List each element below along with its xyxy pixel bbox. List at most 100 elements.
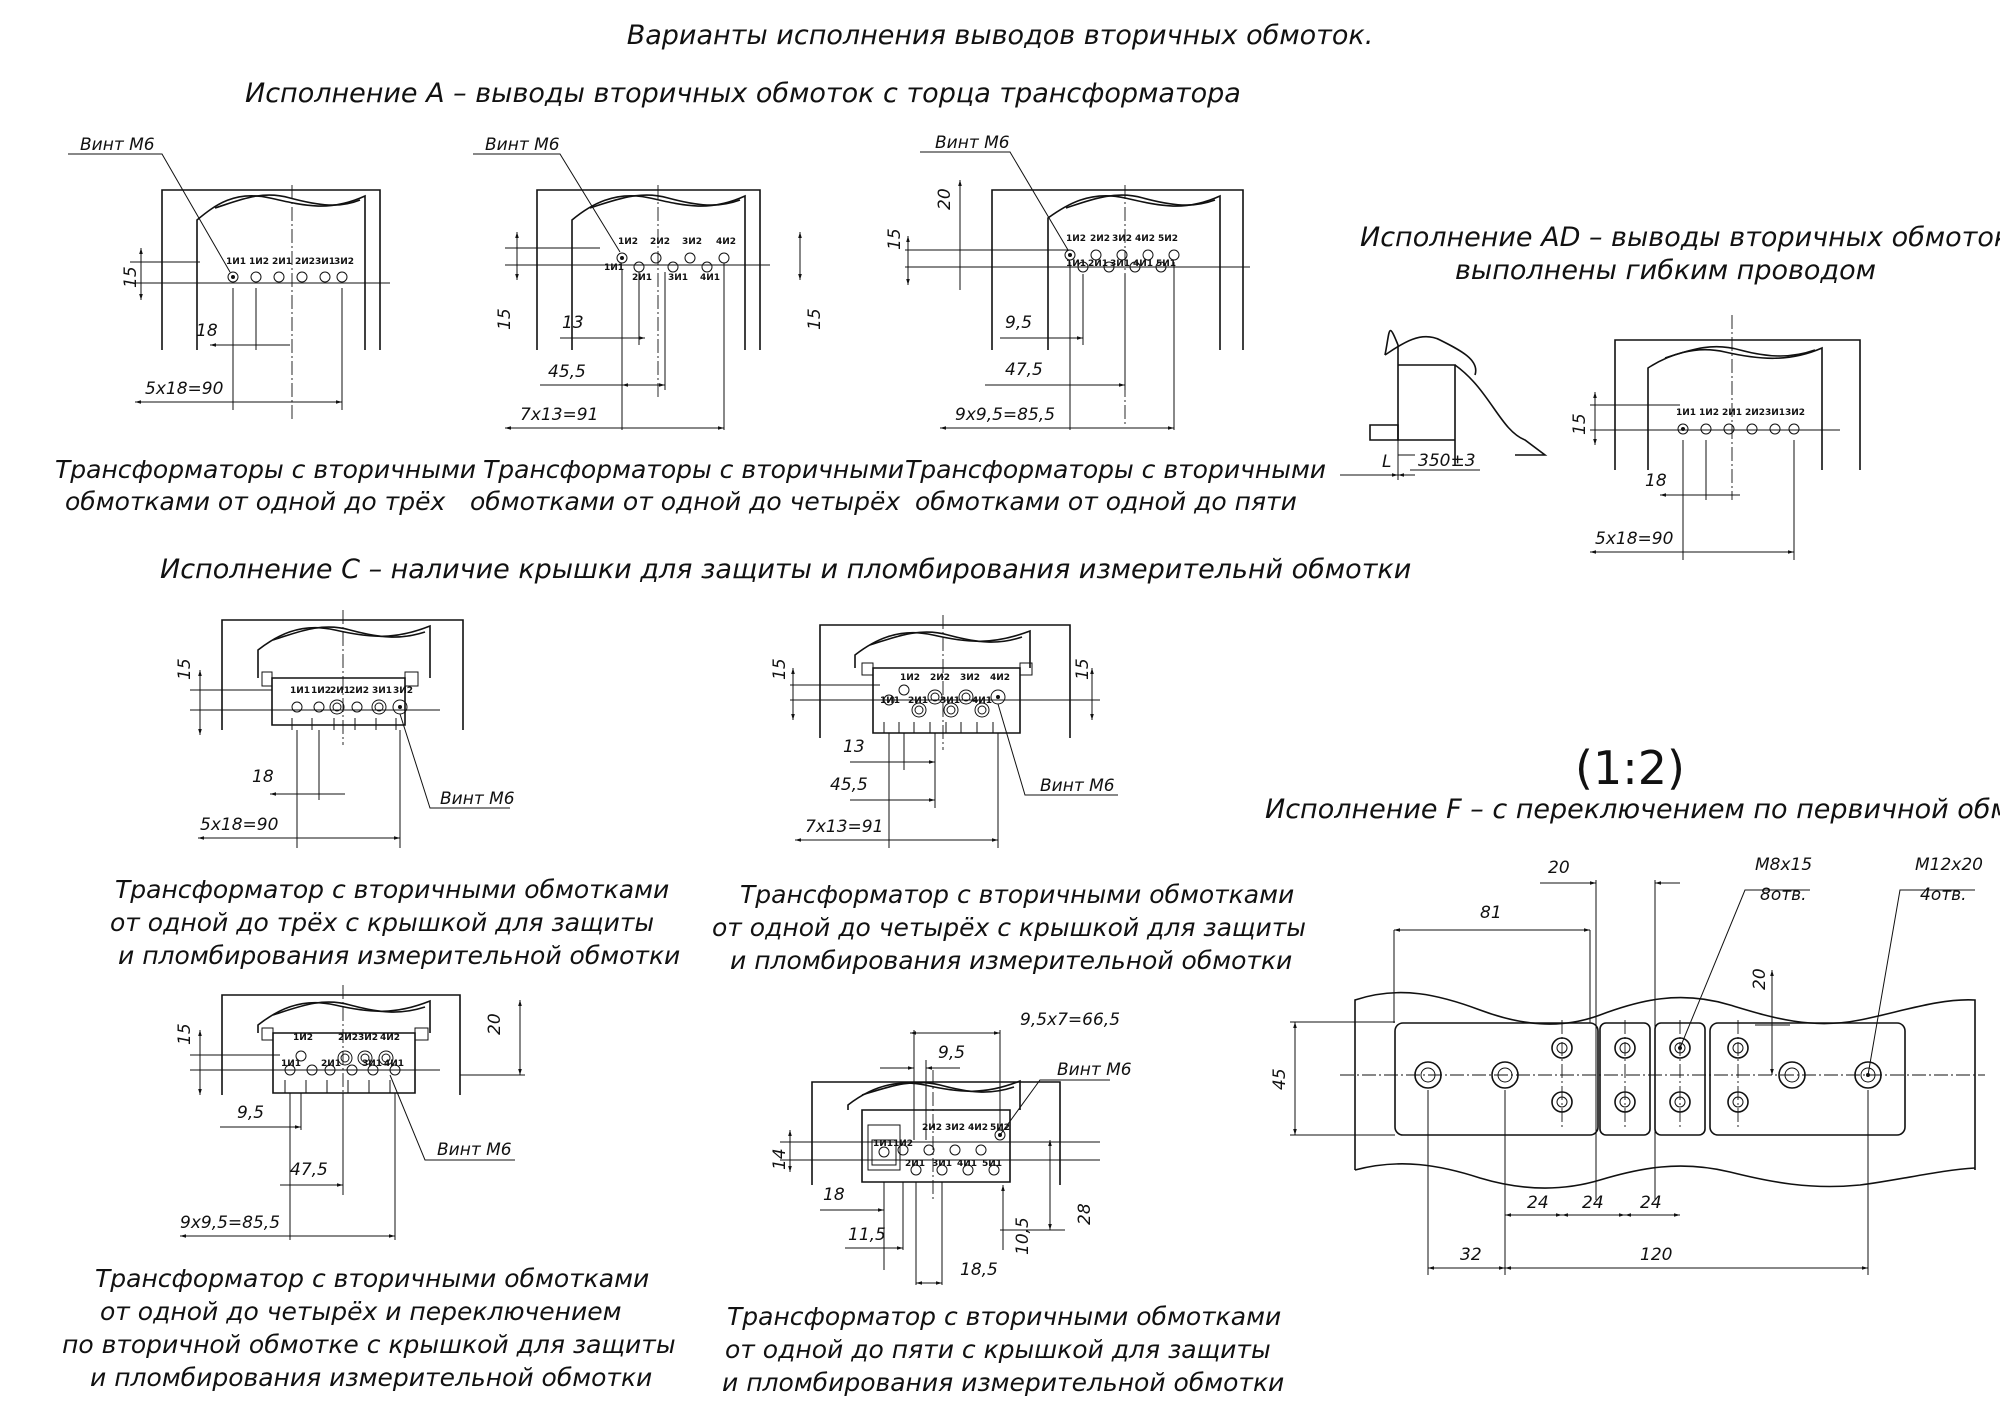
terminal-row-ad: 1И1 1И2 2И1 2И2 3И1 3И2 <box>1676 408 1805 435</box>
terminal-label: 2И1 <box>321 1059 341 1069</box>
caption-c4-line1: Трансформатор с вторичными обмотками <box>727 1302 1281 1331</box>
caption-a2-line2: обмотками от одной до четырёх <box>470 487 900 516</box>
terminal-label: 1И1 <box>1676 408 1696 418</box>
terminal-label: 1И1 <box>281 1059 301 1069</box>
terminal-label: 1И1 <box>880 696 900 706</box>
terminal-label: 3И1 <box>1765 408 1785 418</box>
section-c-heading: Исполнение С – наличие крышки для защиты… <box>160 554 1411 585</box>
page-title: Варианты исполнения выводов вторичных об… <box>627 20 1374 51</box>
terminal-label: 2И2 <box>1090 234 1110 244</box>
dim-label: 45 <box>1270 1068 1290 1090</box>
dim-label: 10,5 <box>1013 1217 1033 1255</box>
terminal-label: 1И2 <box>311 686 331 696</box>
terminal-label: 1И1 <box>1066 259 1086 269</box>
dim-label: 15 <box>770 658 790 680</box>
hole-label-m8: М8x15 <box>1755 855 1812 875</box>
terminal-row-a1: 1И1 1И2 2И1 2И2 3И1 3И2 <box>226 257 354 283</box>
dim-label: 11,5 <box>848 1225 886 1245</box>
panel-a3: 1И2 2И2 3И2 4И2 5И2 1И1 2И1 3И1 4И1 5И1 … <box>885 133 1326 516</box>
panel-ad-front: 1И1 1И2 2И1 2И2 3И1 3И2 15 18 5x18=90 <box>1570 315 1861 560</box>
dim-label: 81 <box>1480 903 1502 923</box>
dim-label: 20 <box>1548 858 1570 878</box>
dim-label: 28 <box>1075 1203 1095 1225</box>
dim-label: 18 <box>252 767 274 787</box>
terminal-row-c1: 1И1 1И2 2И1 2И2 3И1 3И2 <box>290 686 413 715</box>
terminal-label: 3И2 <box>1785 408 1805 418</box>
terminal-label: 4И1 <box>700 273 720 283</box>
dim-label: 15 <box>121 266 141 288</box>
dim-label: 18,5 <box>960 1260 998 1280</box>
dim-label: 9,5x7=66,5 <box>1020 1010 1120 1030</box>
terminal-label: 3И2 <box>334 257 354 267</box>
dim-label: 24 <box>1527 1193 1549 1213</box>
terminal-label: 2И1 <box>1722 408 1742 418</box>
terminal-label: 5И1 <box>1156 259 1176 269</box>
terminal-label: 1И2 <box>900 673 920 683</box>
terminal-label: 2И2 <box>295 257 315 267</box>
caption-a3-line1: Трансформаторы с вторичными <box>905 455 1326 484</box>
terminal-label: 1И2 <box>249 257 269 267</box>
section-ad-heading-line1: Исполнение АD – выводы вторичных обмоток <box>1360 222 2000 253</box>
dim-label: 9,5 <box>938 1043 965 1063</box>
terminal-label: 1И1 <box>290 686 310 696</box>
terminal-label: 4И2 <box>716 237 736 247</box>
busbar-right <box>1709 1022 1906 1136</box>
terminal-label: 1И2 <box>293 1033 313 1043</box>
terminal-label: 5И1 <box>982 1159 1002 1169</box>
dim-label: 15 <box>1073 658 1093 680</box>
terminal-label: 1И1 <box>873 1139 893 1149</box>
dim-label: 5x18=90 <box>200 815 278 835</box>
caption-c2-line2: от одной до четырёх с крышкой для защиты <box>712 913 1306 942</box>
busbar-left <box>1394 1022 1599 1136</box>
terminal-label: 3И2 <box>945 1123 965 1133</box>
terminal-label: 2И2 <box>1745 408 1765 418</box>
dim-label: 18 <box>1645 471 1667 491</box>
terminal-label: 2И2 <box>338 1033 358 1043</box>
terminal-label: 5И2 <box>1158 234 1178 244</box>
caption-c1-line3: и пломбирования измерительной обмотки <box>118 941 680 970</box>
caption-a2-line1: Трансформаторы с вторичными <box>483 455 904 484</box>
terminal-label: 2И1 <box>905 1159 925 1169</box>
caption-c1-line1: Трансформатор с вторичными обмотками <box>115 875 669 904</box>
caption-c2-line3: и пломбирования измерительной обмотки <box>730 946 1292 975</box>
dim-label: 7x13=91 <box>805 817 883 837</box>
terminal-label: 1И2 <box>1699 408 1719 418</box>
caption-c2-line1: Трансформатор с вторичными обмотками <box>740 880 1294 909</box>
terminal-label: 4И2 <box>1135 234 1155 244</box>
screw-label: Винт М6 <box>485 135 560 155</box>
terminal-label: 3И1 <box>315 257 335 267</box>
terminal-label: 3И1 <box>932 1159 952 1169</box>
dim-label: 350±3 <box>1418 451 1476 471</box>
caption-c3-line3: по вторичной обмотке с крышкой для защит… <box>62 1330 676 1359</box>
caption-c3-line4: и пломбирования измерительной обмотки <box>90 1363 652 1392</box>
terminal-row-c4: 1И1 1И2 2И2 3И2 4И2 5И2 2И1 3И1 4И1 5И1 <box>873 1123 1010 1176</box>
dim-label: 15 <box>175 658 195 680</box>
terminal-label: 4И2 <box>380 1033 400 1043</box>
terminal-label: 3И1 <box>372 686 392 696</box>
dim-label: 15 <box>495 308 515 330</box>
dim-label: 9x9,5=85,5 <box>180 1213 280 1233</box>
terminal-label: 3И2 <box>682 237 702 247</box>
screw-label: Винт М6 <box>80 135 155 155</box>
caption-c4-line3: и пломбирования измерительной обмотки <box>722 1368 1284 1397</box>
terminal-label: 4И2 <box>968 1123 988 1133</box>
terminal-label: 1И1 <box>604 263 624 273</box>
dim-label: 20 <box>935 188 955 210</box>
screw-label: Винт М6 <box>437 1140 512 1160</box>
terminal-label: 2И1 <box>272 257 292 267</box>
panel-c3: 1И2 2И2 3И2 4И2 1И1 2И1 3И1 4И1 15 20 Ви… <box>62 985 676 1392</box>
dim-label: 7x13=91 <box>520 405 598 425</box>
terminal-row-a2: 1И2 2И2 3И2 4И2 1И1 2И1 3И1 4И1 <box>604 237 736 283</box>
terminal-label: 2И2 <box>922 1123 942 1133</box>
terminal-row-a3: 1И2 2И2 3И2 4И2 5И2 1И1 2И1 3И1 4И1 5И1 <box>1064 234 1180 273</box>
dim-label: 5x18=90 <box>145 379 223 399</box>
holes-large <box>1414 1061 1882 1089</box>
terminal-label: 4И1 <box>1133 259 1153 269</box>
terminal-label: 2И1 <box>908 696 928 706</box>
terminal-label: 3И1 <box>940 696 960 706</box>
caption-c1-line2: от одной до трёх с крышкой для защиты <box>110 908 654 937</box>
section-f-scale: (1:2) <box>1575 741 1685 795</box>
panel-c4: 1И1 1И2 2И2 3И2 4И2 5И2 2И1 3И1 4И1 5И1 … <box>722 1010 1284 1397</box>
dim-label: 13 <box>562 313 584 333</box>
dim-label: 14 <box>770 1148 790 1170</box>
